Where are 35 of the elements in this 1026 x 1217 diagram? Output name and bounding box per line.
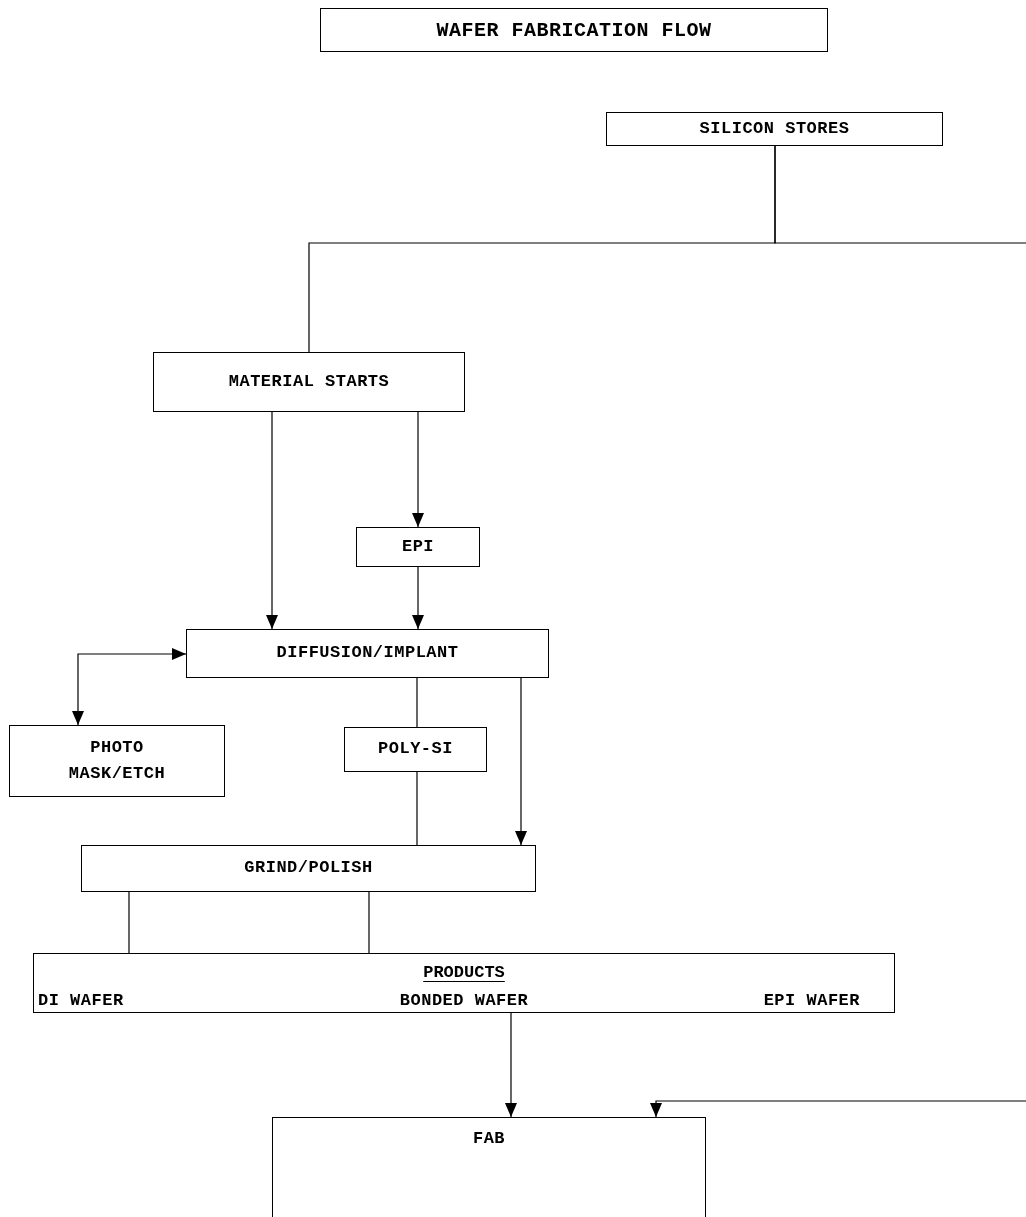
arrow xyxy=(515,677,527,846)
process-label: DIFFUSION/IMPLANT xyxy=(276,642,459,665)
process-box xyxy=(153,352,465,412)
process-label: FAB xyxy=(472,1128,506,1150)
process-box xyxy=(356,527,480,567)
process-label: POLY-SI xyxy=(378,738,453,761)
process-label: EPI xyxy=(401,535,435,558)
arrow xyxy=(412,411,424,528)
connector-line xyxy=(774,145,1026,244)
arrow xyxy=(266,411,278,630)
product-label: DI WAFER xyxy=(38,989,124,1012)
process-box xyxy=(186,629,549,678)
process-label: GRIND/POLISH xyxy=(244,857,373,880)
product-label: EPI WAFER xyxy=(763,989,860,1012)
connector-line xyxy=(416,677,418,728)
process-box xyxy=(81,845,536,892)
group-heading: PRODUCTS xyxy=(423,963,505,982)
process-box xyxy=(606,112,943,146)
process-box xyxy=(344,727,487,772)
arrow xyxy=(505,1012,517,1118)
connector-line xyxy=(128,891,130,954)
arrow xyxy=(72,648,187,726)
connector-line xyxy=(368,891,370,954)
process-box xyxy=(272,1117,706,1217)
process-label: MATERIAL STARTS xyxy=(228,370,390,393)
process-label: PHOTO MASK/ETCH xyxy=(67,736,167,785)
arrow xyxy=(412,566,424,630)
process-label: SILICON STORES xyxy=(699,117,850,140)
title: WAFER FABRICATION FLOW xyxy=(436,17,712,44)
product-label: BONDED WAFER xyxy=(399,989,529,1012)
group-box xyxy=(33,953,895,1013)
connector-line xyxy=(416,771,418,846)
title-box xyxy=(320,8,828,52)
process-box xyxy=(9,725,225,797)
arrow xyxy=(650,1100,1026,1118)
